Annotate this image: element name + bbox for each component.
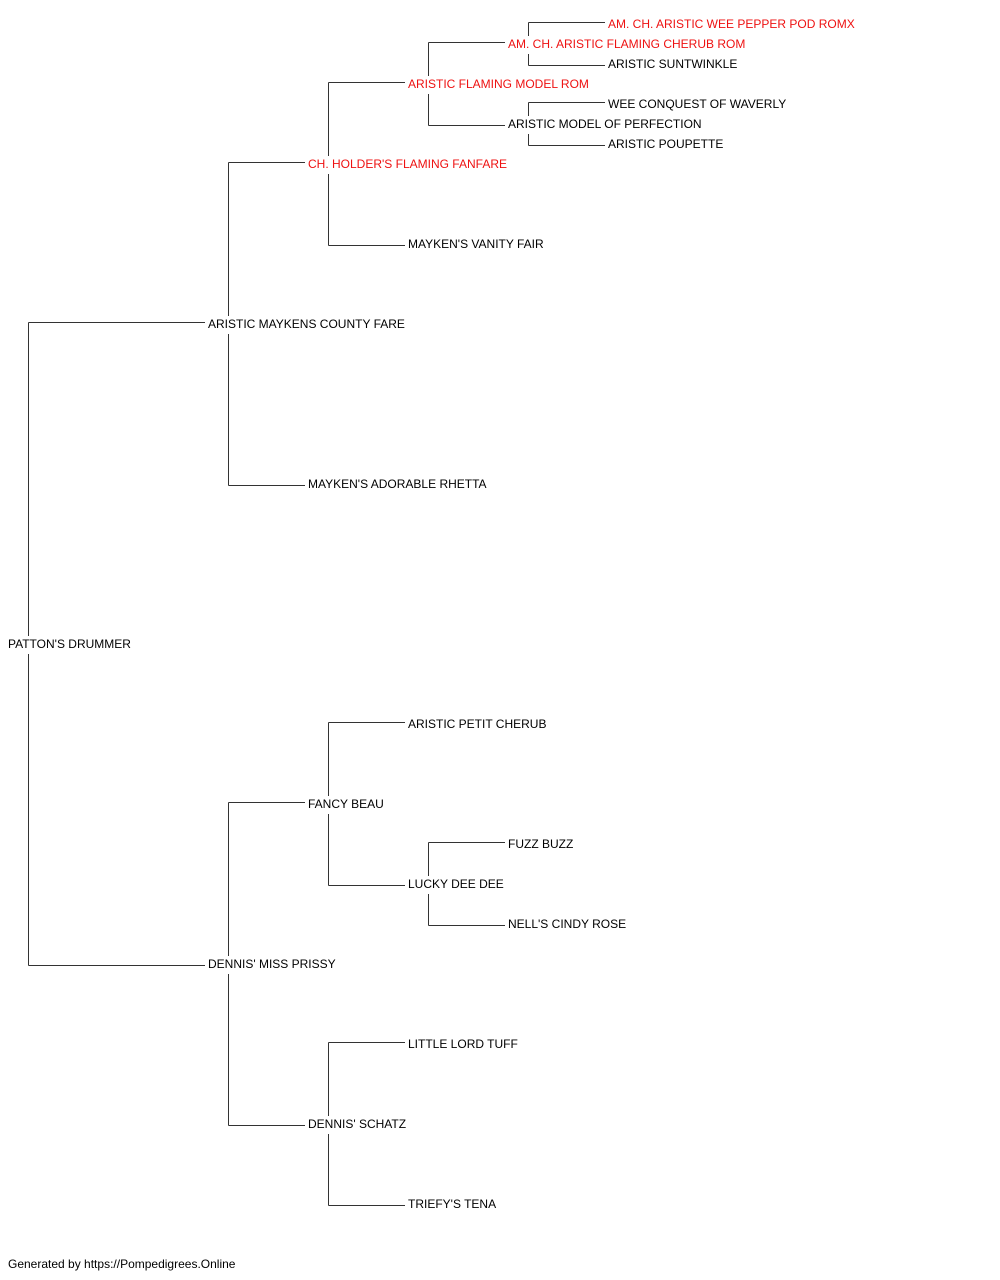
dog-sire-sire: CH. HOLDER'S FLAMING FANFARE (308, 157, 507, 171)
dog-dam: DENNIS' MISS PRISSY (208, 957, 336, 971)
dog-dam-sire-dam-dam: NELL'S CINDY ROSE (508, 917, 627, 931)
dog-dam-sire-sire: ARISTIC PETIT CHERUB (408, 717, 547, 731)
dog-sire-sire-sire-dam-sire: WEE CONQUEST OF WAVERLY (608, 97, 787, 111)
dog-sire-sire-sire-dam: ARISTIC MODEL OF PERFECTION (508, 117, 702, 131)
dog-sire-sire-sire: ARISTIC FLAMING MODEL ROM (408, 77, 589, 91)
dog-sire-sire-sire-dam-dam: ARISTIC POUPETTE (608, 137, 724, 151)
dog-sire-sire-sire-sire-dam: ARISTIC SUNTWINKLE (608, 57, 738, 71)
dog-dam-sire-dam-sire: FUZZ BUZZ (508, 837, 574, 851)
dog-dam-dam: DENNIS' SCHATZ (308, 1117, 407, 1131)
dog-sire-sire-sire-sire-sire: AM. CH. ARISTIC WEE PEPPER POD ROMX (608, 17, 855, 31)
dog-subject: PATTON'S DRUMMER (8, 637, 131, 651)
dog-dam-sire: FANCY BEAU (308, 797, 384, 811)
dog-dam-dam-sire: LITTLE LORD TUFF (408, 1037, 518, 1051)
dog-dam-sire-dam: LUCKY DEE DEE (408, 877, 504, 891)
dog-sire-dam: MAYKEN'S ADORABLE RHETTA (308, 477, 487, 491)
dog-dam-dam-dam: TRIEFY'S TENA (408, 1197, 497, 1211)
dog-sire-sire-dam: MAYKEN'S VANITY FAIR (408, 237, 544, 251)
dog-sire: ARISTIC MAYKENS COUNTY FARE (208, 317, 405, 331)
generator-credit: Generated by https://Pompedigrees.Online (8, 1257, 236, 1271)
dog-sire-sire-sire-sire: AM. CH. ARISTIC FLAMING CHERUB ROM (508, 37, 746, 51)
